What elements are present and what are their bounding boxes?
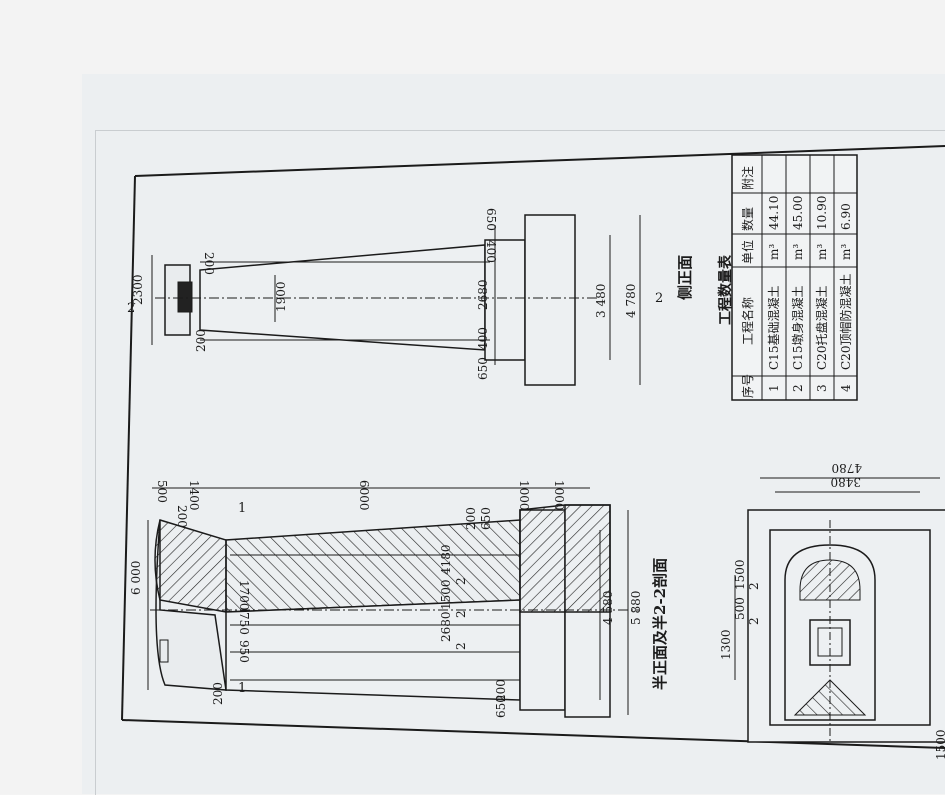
table-row-2-seq: 2: [791, 384, 805, 392]
dim-1000-a: 1000: [517, 480, 531, 511]
section-mark-2-top: 2: [127, 301, 135, 316]
right-view-dimensions: [151, 215, 641, 385]
quantity-table: [731, 154, 858, 401]
dim-2-a: 2: [454, 642, 468, 650]
table-row-4-seq: 4: [839, 384, 853, 392]
drawing-frame: [95, 130, 945, 795]
plan-dim-3480: 3480: [830, 475, 861, 489]
plan-dim-2-a: 2: [747, 582, 761, 590]
plan-view-dimensions: [734, 477, 940, 680]
left-view-caption: 半正面及半2-2剖面: [651, 558, 669, 690]
table-row-3-name: C20托盘混凝土: [814, 286, 829, 370]
rdim-1900: 1900: [274, 281, 288, 312]
table-row-4-name: C20顶帽防混凝土: [838, 274, 853, 370]
dim-1000-b: 1000: [552, 480, 566, 511]
table-row-1-name: C15基础混凝土: [766, 286, 781, 370]
section-mark-1-bottom: 1: [238, 681, 246, 696]
rdim-3480: 3 480: [594, 284, 608, 318]
rdim-200-top: 200: [202, 252, 216, 275]
frame-top-line: [134, 145, 945, 177]
dim-750: 750: [237, 612, 251, 635]
plan-view: [747, 509, 945, 745]
left-view-dimensions: [147, 487, 629, 715]
dim-2680: 2680: [439, 611, 453, 642]
rdim-4780: 4 780: [624, 284, 638, 318]
table-row-3-seq: 3: [815, 384, 829, 392]
right-view-caption: 侧正面: [676, 255, 694, 300]
plan-dim-500: 500: [733, 597, 747, 620]
dim-6000: 6000: [357, 480, 371, 511]
plan-dim-1300: 1300: [719, 629, 733, 660]
table-row-1-seq: 1: [767, 384, 781, 392]
table-row-1-qty: 44.10: [767, 196, 781, 230]
section-mark-1-top: 1: [238, 501, 246, 516]
table-row-4-unit: m³: [839, 244, 853, 260]
table-header-note: 附注: [740, 166, 755, 190]
dim-1400: 1400: [187, 480, 201, 511]
table-row-3-qty: 10.90: [815, 196, 829, 230]
rdim-650-bottom: 650: [476, 357, 490, 380]
table-row-4-qty: 6.90: [839, 203, 853, 230]
dim-2-b: 2: [454, 610, 468, 618]
rdim-650-top: 650: [484, 208, 498, 231]
dim-650-right: 650: [479, 507, 493, 530]
table-row-2-name: C15墩身混凝土: [790, 286, 805, 370]
dim-200-bottom: 200: [494, 679, 508, 702]
dim-200-left: 200: [211, 682, 225, 705]
dim-6000-left: 6 000: [129, 561, 143, 595]
dim-650-bottom: 650: [494, 695, 508, 718]
dim-2-c: 2: [454, 577, 468, 585]
table-header-unit: 单位: [740, 240, 755, 264]
dim-1700: 1700: [237, 580, 251, 611]
rdim-400-bottom: 400: [476, 327, 490, 350]
dim-5880: 5 880: [629, 591, 643, 625]
table-row-3-unit: m³: [815, 244, 829, 260]
dim-4180: 4180: [439, 544, 453, 575]
rdim-2300: 2300: [131, 274, 145, 305]
table-row-1-unit: m³: [767, 244, 781, 260]
plan-dim-2-b: 2: [747, 617, 761, 625]
plan-dim-1500-b: 1500: [934, 729, 945, 760]
dim-4580: 4 580: [601, 591, 615, 625]
table-title: 工程数量表: [717, 254, 734, 325]
frame-left-line: [121, 175, 136, 721]
right-pier-view: [155, 214, 600, 386]
frame-bottom-line: [121, 719, 945, 749]
rdim-400-top: 400: [484, 240, 498, 263]
rdim-2680: 2680: [476, 279, 490, 310]
section-mark-2-bottom: 2: [655, 291, 663, 306]
dim-950: 950: [237, 640, 251, 663]
table-header-qty: 数量: [740, 207, 755, 231]
dim-200-right: 200: [464, 507, 478, 530]
plan-dim-4780: 4780: [831, 461, 862, 475]
dim-500: 500: [155, 480, 169, 503]
plan-dim-1500: 1500: [733, 559, 747, 590]
dim-200-top: 200: [175, 505, 189, 528]
table-row-2-unit: m³: [791, 244, 805, 260]
table-header-seq: 序号: [740, 374, 755, 398]
table-header-name: 工程名称: [740, 297, 755, 345]
table-row-2-qty: 45.00: [791, 196, 805, 230]
dim-1500: 1500: [439, 579, 453, 610]
rdim-200-bottom: 200: [194, 329, 208, 352]
